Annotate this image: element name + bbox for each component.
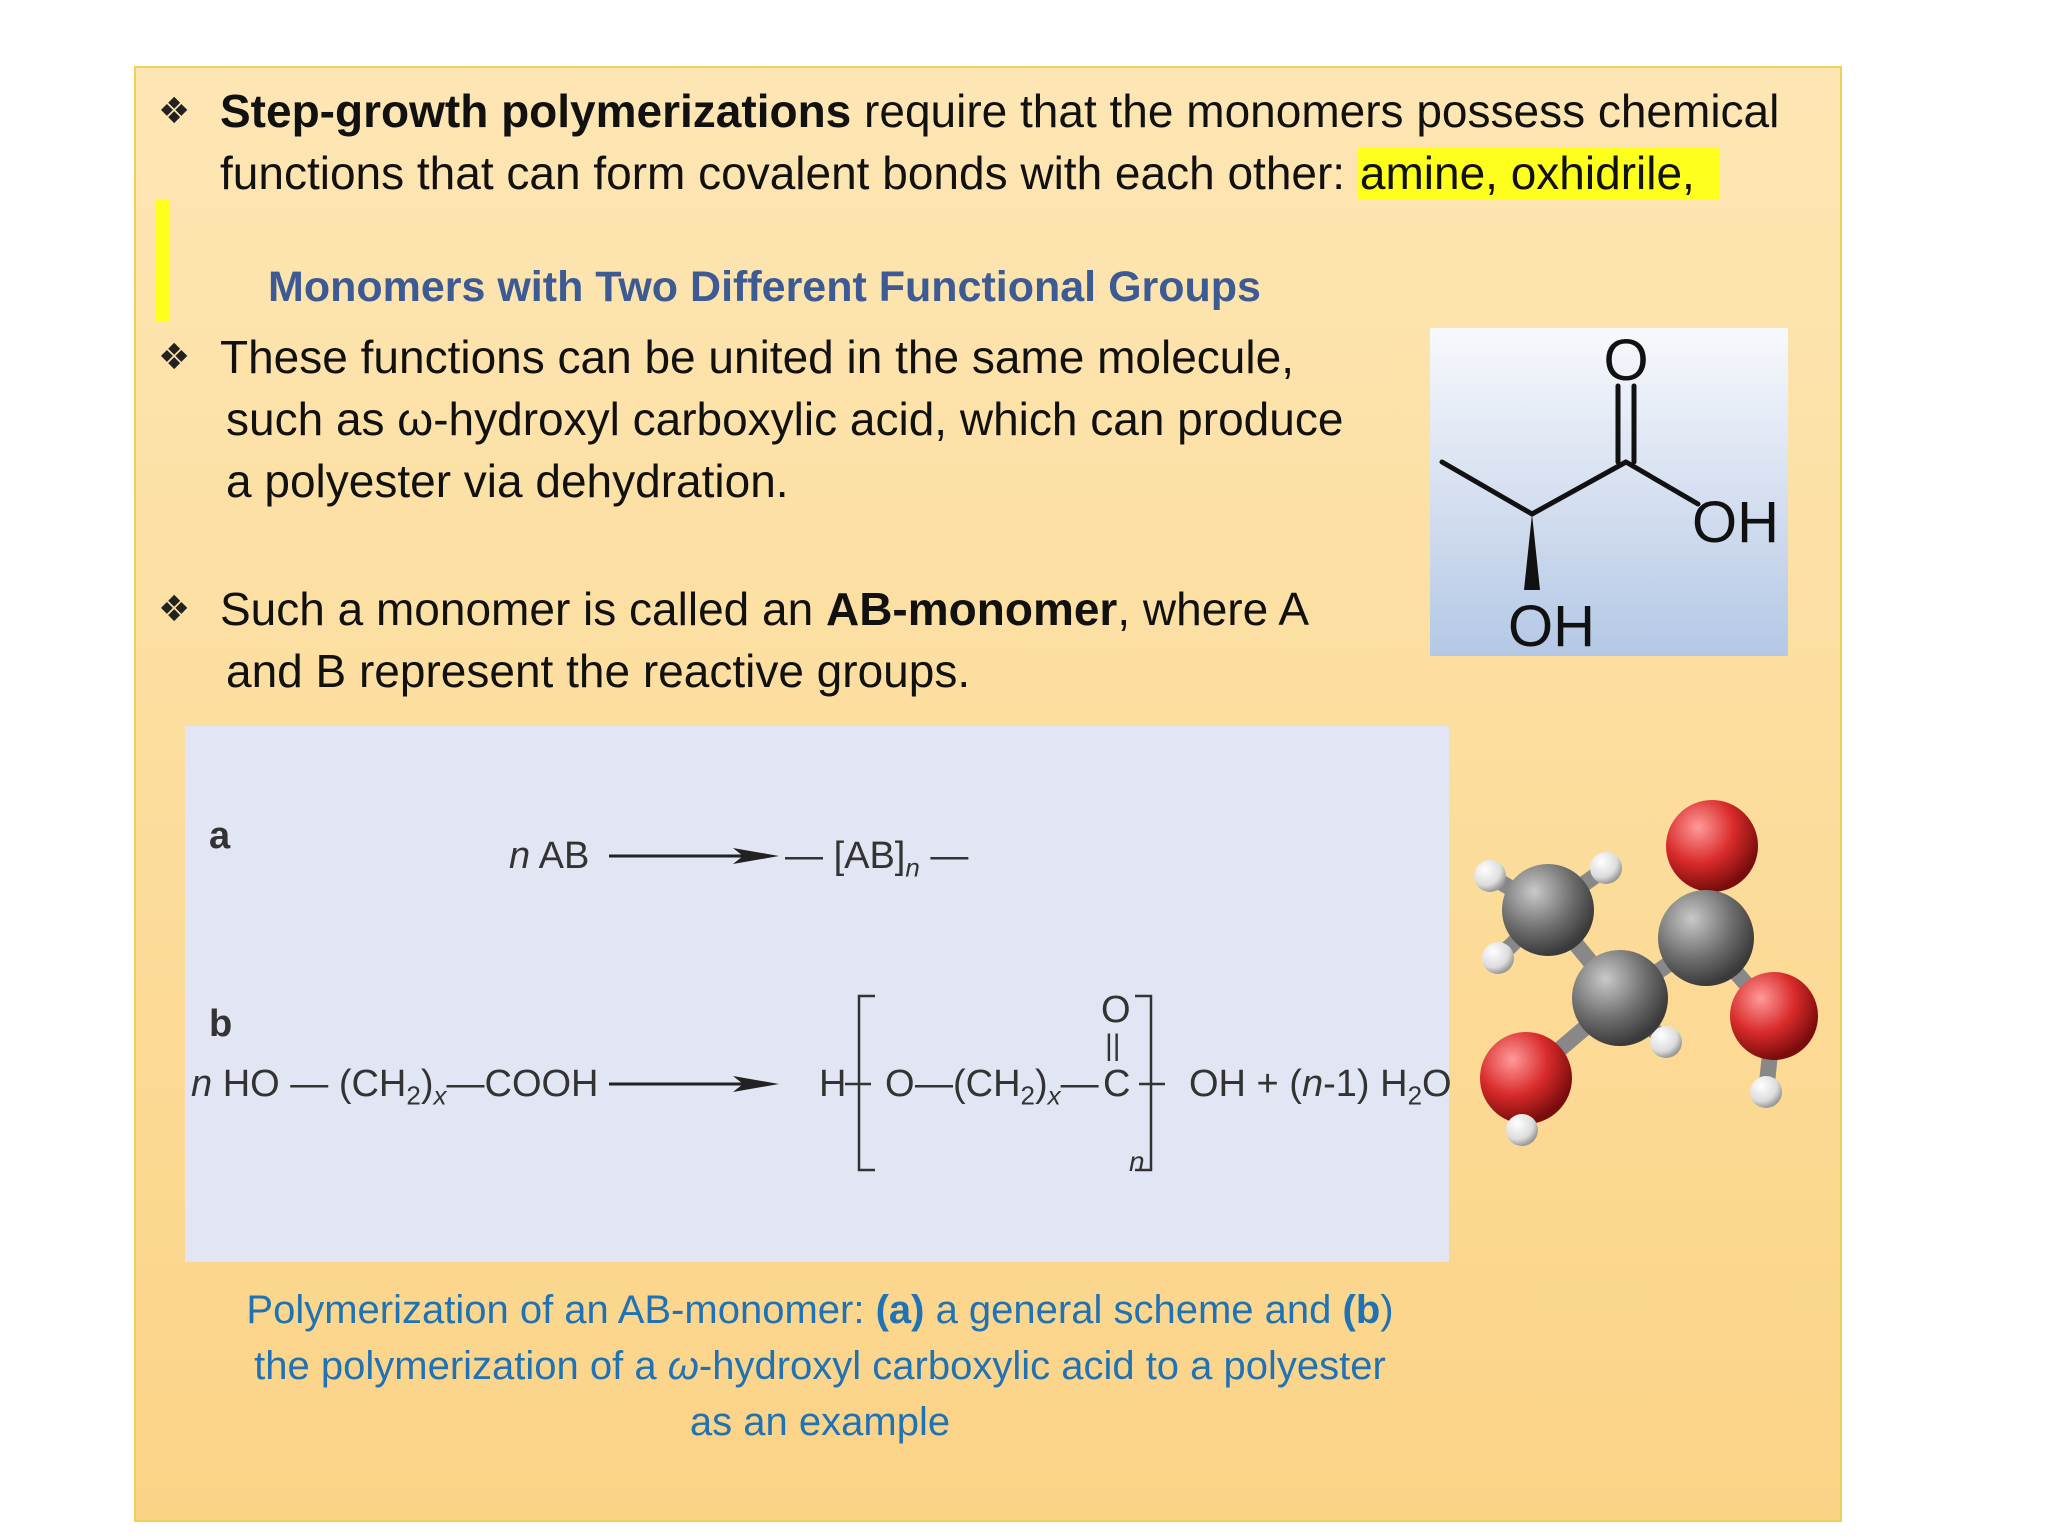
caption-b: (b [1342,1288,1381,1332]
bullet2-line-1: These functions can be united in the sam… [220,331,1294,383]
scheme-a-reactant: n AB [509,834,589,878]
scheme-b-sub2-repeat: 2 [1020,1080,1036,1111]
scheme-label-b: b [209,1003,233,1045]
arrow-b [609,1076,779,1092]
wedge-bond [1524,514,1540,590]
scheme-b-n: n [191,1063,213,1105]
hydrogen-atom [1750,1076,1782,1108]
scheme-a-n: n [509,835,531,877]
scheme-b-ch2: (CH [338,1063,407,1105]
oxygen-atom [1480,1032,1572,1124]
bullet3-pre: Such a monomer is called an [220,583,826,635]
hydrogen-atom [1650,1026,1682,1058]
scheme-b-tail2: -1) H [1323,1063,1408,1105]
highlight-marker [156,200,170,322]
scheme-b-subx: x [433,1080,447,1111]
scheme-a-product: — [AB]n — [785,835,969,883]
scheme-b-repeat-n: n [1129,1146,1145,1177]
carbon-atom [1658,890,1754,986]
scheme-b-paren: ) [420,1063,434,1105]
figure-caption: Polymerization of an AB-monomer: (a) a g… [160,1282,1480,1450]
scheme-a-sub-n: n [905,852,920,883]
bullet-symbol-1: ❖ [158,90,191,131]
caption-omega: ω [667,1344,699,1388]
skeletal-structure-panel: O OH OH [1430,328,1788,659]
hydrogen-atom [1482,942,1514,974]
hydroxyl-bottom-label: OH [1508,594,1595,656]
scheme-b-double-bond: || [1105,1029,1121,1062]
caption-text-3: ) [1380,1288,1394,1332]
scheme-b-c: C [1103,1063,1131,1105]
bond-oh [1623,459,1701,507]
intro-text-2: functions that can form covalent bonds w… [220,147,1358,199]
oxygen-atom [1666,800,1758,892]
scheme-b-ho: HO [212,1063,280,1105]
caption-line-1: Polymerization of an AB-monomer: (a) a g… [160,1282,1480,1338]
caption-line2-post: -hydroxyl carboxylic acid to a polyester [698,1344,1386,1388]
bullet3-bold-term: AB-monomer [825,583,1118,635]
hydrogen-atom [1590,852,1622,884]
scheme-b-oh: OH + ( [1189,1063,1302,1105]
scheme-b-repeat-chain: —(CH2)x— [915,1063,1099,1111]
scheme-b-tail3: O [1422,1063,1452,1105]
scheme-b-o: O [885,1063,915,1105]
scheme-b-paren-repeat: ) [1035,1063,1048,1105]
hydrogen-atom [1506,1114,1538,1146]
bullet-symbol-3: ❖ [158,588,191,629]
scheme-b-sub2: 2 [406,1080,421,1111]
bullet3-line-1: Such a monomer is called an AB-monomer, … [220,578,1309,640]
intro-bold-term: Step-growth polymerizations [220,85,852,137]
hydroxyl-right-label: OH [1692,490,1779,555]
scheme-b-subx-repeat: x [1047,1080,1061,1111]
scheme-label-a: a [209,815,231,857]
scheme-b-reactant: n HO — (CH2)x—COOH [191,1063,599,1111]
reaction-scheme-panel: a n AB — [AB]n — b n HO — (CH2)x—COOH H … [185,726,1452,1262]
scheme-b-tail-n: n [1301,1063,1324,1105]
caption-line-3: as an example [689,1400,951,1444]
scheme-b-ch2-repeat: (CH [953,1063,1021,1105]
arrow-a [609,848,779,864]
scheme-b-o-top: O [1101,989,1131,1031]
caption-text-2: a general scheme and [924,1288,1343,1332]
bullet2-line-3: a polyester via dehydration. [226,455,789,507]
bullet3-post: , where A [1117,583,1310,635]
intro-text-1: require that the monomers possess chemic… [851,85,1780,137]
scheme-a-ab-bracket: [AB] [833,835,906,877]
scheme-b-h: H [819,1063,847,1105]
bullet2-line-2: such as ω-hydroxyl carboxylic acid, whic… [226,393,1344,445]
oxygen-atom [1730,972,1818,1060]
ball-and-stick-model [1474,800,1818,1146]
section-heading: Monomers with Two Different Functional G… [268,263,1261,311]
caption-line2-pre: the polymerization of a [254,1344,668,1388]
carbon-atom [1572,950,1668,1046]
scheme-b-cooh: COOH [484,1063,599,1105]
scheme-b-tail-sub: 2 [1407,1080,1423,1111]
bond-alpha-carboxyl [1529,459,1629,517]
intro-highlight: amine, oxhidrile, [1357,147,1719,199]
caption-text-1: Polymerization of an AB-monomer: [246,1288,876,1332]
caption-a: (a) [875,1288,925,1332]
carbon-atom [1502,864,1594,956]
hydrogen-atom [1474,860,1506,892]
bond-methyl [1439,459,1535,517]
bullet-symbol-2: ❖ [158,336,191,377]
bullet3-line-2: and B represent the reactive groups. [226,645,971,697]
skeletal-structure-drawing: O OH OH [1439,328,1779,659]
intro-line-1: Step-growth polymerizations require that… [220,80,1779,142]
intro-line-2: functions that can form covalent bonds w… [220,142,1719,204]
scheme-a-ab: AB [530,835,590,877]
scheme-b-byproduct: OH + (n-1) H2O [1189,1062,1452,1118]
repeat-unit-brackets [845,994,1165,1172]
caption-line-2: the polymerization of a ω-hydroxyl carbo… [160,1338,1480,1394]
carbonyl-o-label: O [1603,328,1648,393]
